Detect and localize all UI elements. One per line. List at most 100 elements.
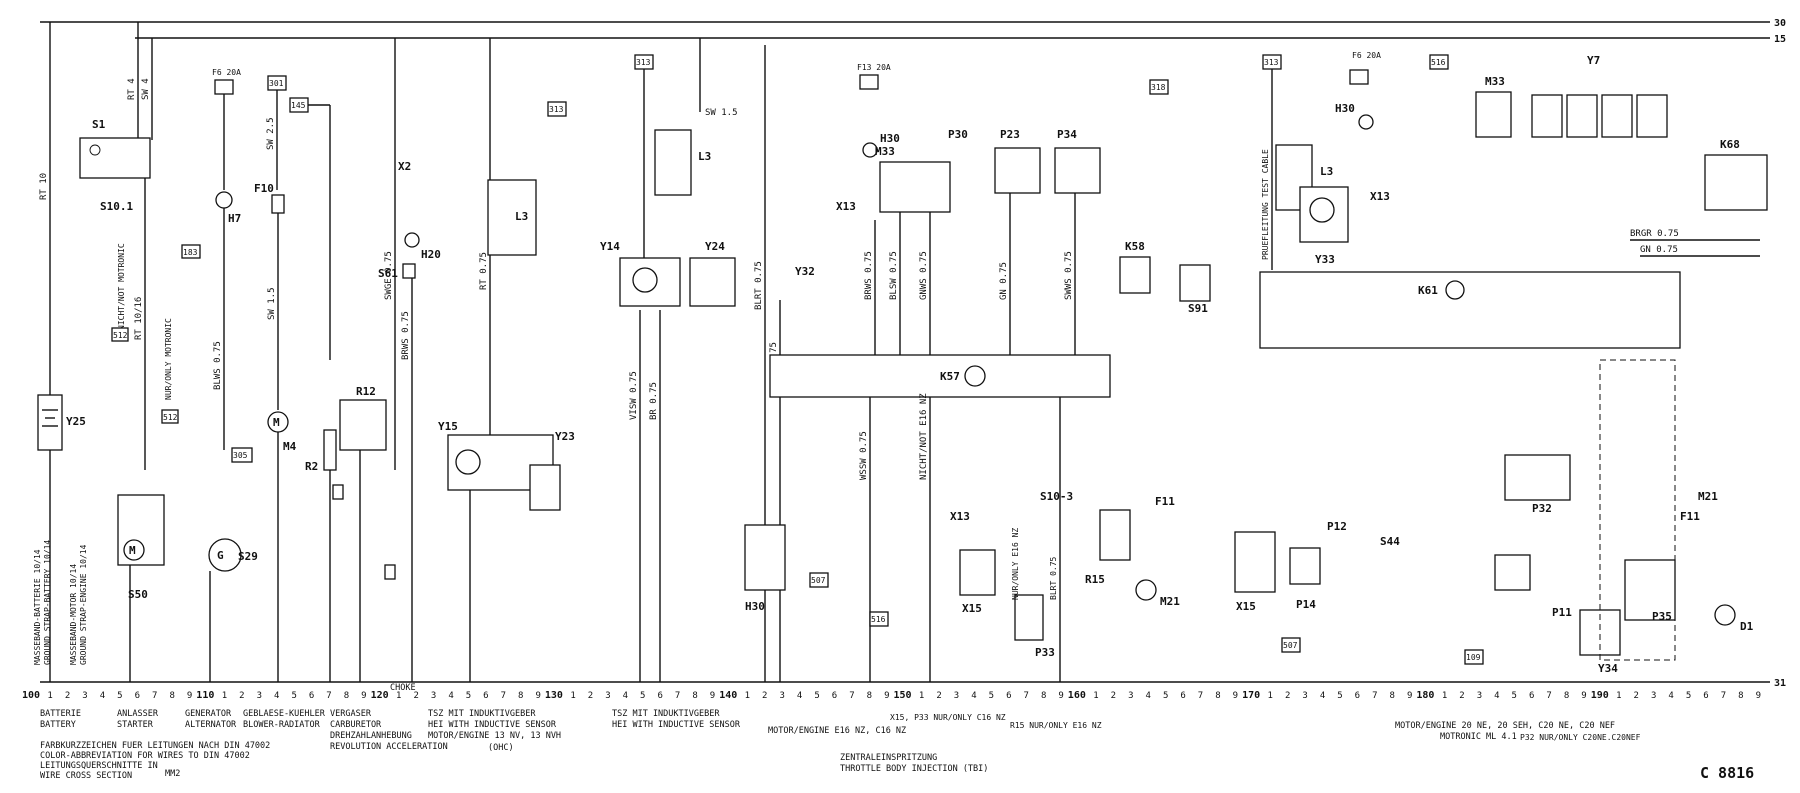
section-hei-1: RT 0.75 L3 313 Y15 Y23 — [438, 38, 575, 682]
scale-tick: 8 — [692, 691, 697, 701]
fuse-box-318-a — [1149, 79, 1169, 95]
fuse-box-183-label: 183 — [183, 248, 198, 257]
wire-ge075: WSSW 0.75 — [859, 431, 869, 480]
label-y24: Y24 — [705, 240, 725, 253]
label-p11: P32 — [1532, 502, 1552, 515]
label-y34: F11 — [1680, 510, 1700, 523]
resistor-r15 — [1099, 509, 1131, 561]
label-p14-b: X15 — [1236, 600, 1256, 613]
wire-blrt075-a: BLRT 0.75 — [754, 261, 764, 310]
label-k68: K68 — [1720, 138, 1740, 151]
label-k58: K58 — [1125, 240, 1145, 253]
module-y33 — [1299, 186, 1349, 243]
scale-marker: 190 — [1591, 690, 1609, 701]
scale-tick: 3 — [1651, 691, 1656, 701]
footnote-de: FARBKURZZEICHEN FUER LEITUNGEN NACH DIN … — [40, 741, 270, 751]
scale-tick: 1 — [919, 691, 924, 701]
fuse-box-512b — [161, 409, 179, 424]
scale-tick: 1 — [570, 691, 575, 701]
scale-tick: 5 — [1512, 691, 1517, 701]
scale-tick: 7 — [1721, 691, 1726, 701]
ground-strap-engine-de: MASSEBAND-MOTOR 10/14 — [69, 564, 78, 665]
ground-strap-battery-de: MASSEBAND-BATTERIE 10/14 — [33, 549, 42, 665]
scale-tick: 6 — [832, 691, 837, 701]
lamp-h30-a — [862, 142, 878, 158]
scale-tick: 4 — [797, 691, 802, 701]
scale-tick: 5 — [291, 691, 296, 701]
sensor-p33 — [1014, 594, 1044, 641]
injector-4 — [1636, 94, 1668, 138]
relay-k68 — [1704, 154, 1768, 211]
scale-tick: 5 — [1686, 691, 1691, 701]
label-y7: Y7 — [1587, 54, 1600, 67]
scale-tick: 3 — [1302, 691, 1307, 701]
label-y33: Y33 — [1315, 253, 1335, 266]
label-p34: P34 — [1057, 128, 1077, 141]
label-m21-a: M21 — [1160, 595, 1180, 608]
scale-tick: 5 — [117, 691, 122, 701]
scale-tick: 8 — [1041, 691, 1046, 701]
svg-text:G: G — [217, 549, 224, 562]
wire-brws075-a: BRWS 0.75 — [401, 311, 411, 360]
label-s61: S61 — [378, 267, 398, 280]
wire-gnws075: GNWS 0.75 — [919, 251, 929, 300]
scale-tick: 5 — [814, 691, 819, 701]
fuse-box-512a — [111, 327, 129, 342]
connector-x15-a — [959, 549, 996, 596]
legend-hei1-en: HEI WITH INDUCTIVE SENSOR — [428, 720, 557, 730]
scale-tick: 7 — [152, 691, 157, 701]
scale-tick: 8 — [1390, 691, 1395, 701]
scale-marker: 180 — [1416, 690, 1434, 701]
fuse-box-507-b-label: 507 — [1283, 641, 1298, 650]
sensor-p11 — [1504, 454, 1571, 501]
scale-tick: 5 — [640, 691, 645, 701]
sensor-p14-a — [744, 524, 786, 591]
legend-starter-en: STARTER — [117, 720, 154, 730]
scale-tick: 7 — [1198, 691, 1203, 701]
scale-tick: 2 — [762, 691, 767, 701]
note-not-motronic: NICHT/NOT MOTRONIC — [117, 243, 126, 330]
scale-tick: 9 — [1058, 691, 1063, 701]
alternator-symbol — [208, 538, 242, 572]
rail-15: 15 — [135, 34, 1786, 45]
scale-tick: 4 — [623, 691, 628, 701]
battery-symbol — [37, 394, 63, 451]
fuse-box-516-a-label: 516 — [871, 615, 886, 624]
lamp-h30-b — [1358, 114, 1374, 130]
scale-tick: 9 — [535, 691, 540, 701]
wire-sw15: SW 1.5 — [267, 287, 277, 320]
fuse-f13-label: F13 20A — [857, 63, 891, 72]
fuse-box-313-c-label: 313 — [1264, 58, 1279, 67]
legend-hei1-de: TSZ MIT INDUKTIVGEBER — [428, 709, 536, 719]
starter-motor-symbol — [123, 539, 145, 561]
label-f11-b: M21 — [1698, 490, 1718, 503]
legend-alternator-en: ALTERNATOR — [185, 720, 237, 730]
fuse-box-305 — [231, 447, 253, 463]
wire-rtbl15-top: GN 0.75 — [1640, 245, 1678, 255]
scale-tick: 3 — [257, 691, 262, 701]
scale-tick: 9 — [1233, 691, 1238, 701]
label-m1: S50 — [128, 588, 148, 601]
rail-31: 31 — [40, 678, 1786, 689]
sensor-p32 — [1624, 559, 1676, 621]
ecu-k61 — [1259, 271, 1681, 349]
fuse-box-313-a-label: 313 — [549, 105, 564, 114]
label-s10-3: S10-3 — [1040, 490, 1073, 503]
sensor-p14-b — [1234, 531, 1276, 593]
section-hei-2: 313 SW 1.5 L3 Y14 Y24 Y32 BLRT 0.75 BL 0… — [600, 38, 1211, 730]
label-r12: R12 — [356, 385, 376, 398]
scale-tick: 8 — [1564, 691, 1569, 701]
ecu-k57 — [769, 354, 1111, 398]
scale-tick: 1 — [1093, 691, 1098, 701]
legend-battery-de: BATTERIE — [40, 709, 81, 719]
label-l3-b: L3 — [698, 150, 711, 163]
legend-hei1-ohc: (OHC) — [488, 743, 514, 753]
fuse-box-145-label: 145 — [291, 101, 306, 110]
fuse-f6-a-label: F6 20A — [212, 68, 241, 77]
scale-tick: 6 — [1006, 691, 1011, 701]
label-h30-b: H30 — [1335, 102, 1355, 115]
fuse-f6-b-label: F6 20A — [1352, 51, 1381, 60]
legend-battery-en: BATTERY — [40, 720, 76, 730]
scale-tick: 7 — [1372, 691, 1377, 701]
scale-tick: 7 — [1546, 691, 1551, 701]
